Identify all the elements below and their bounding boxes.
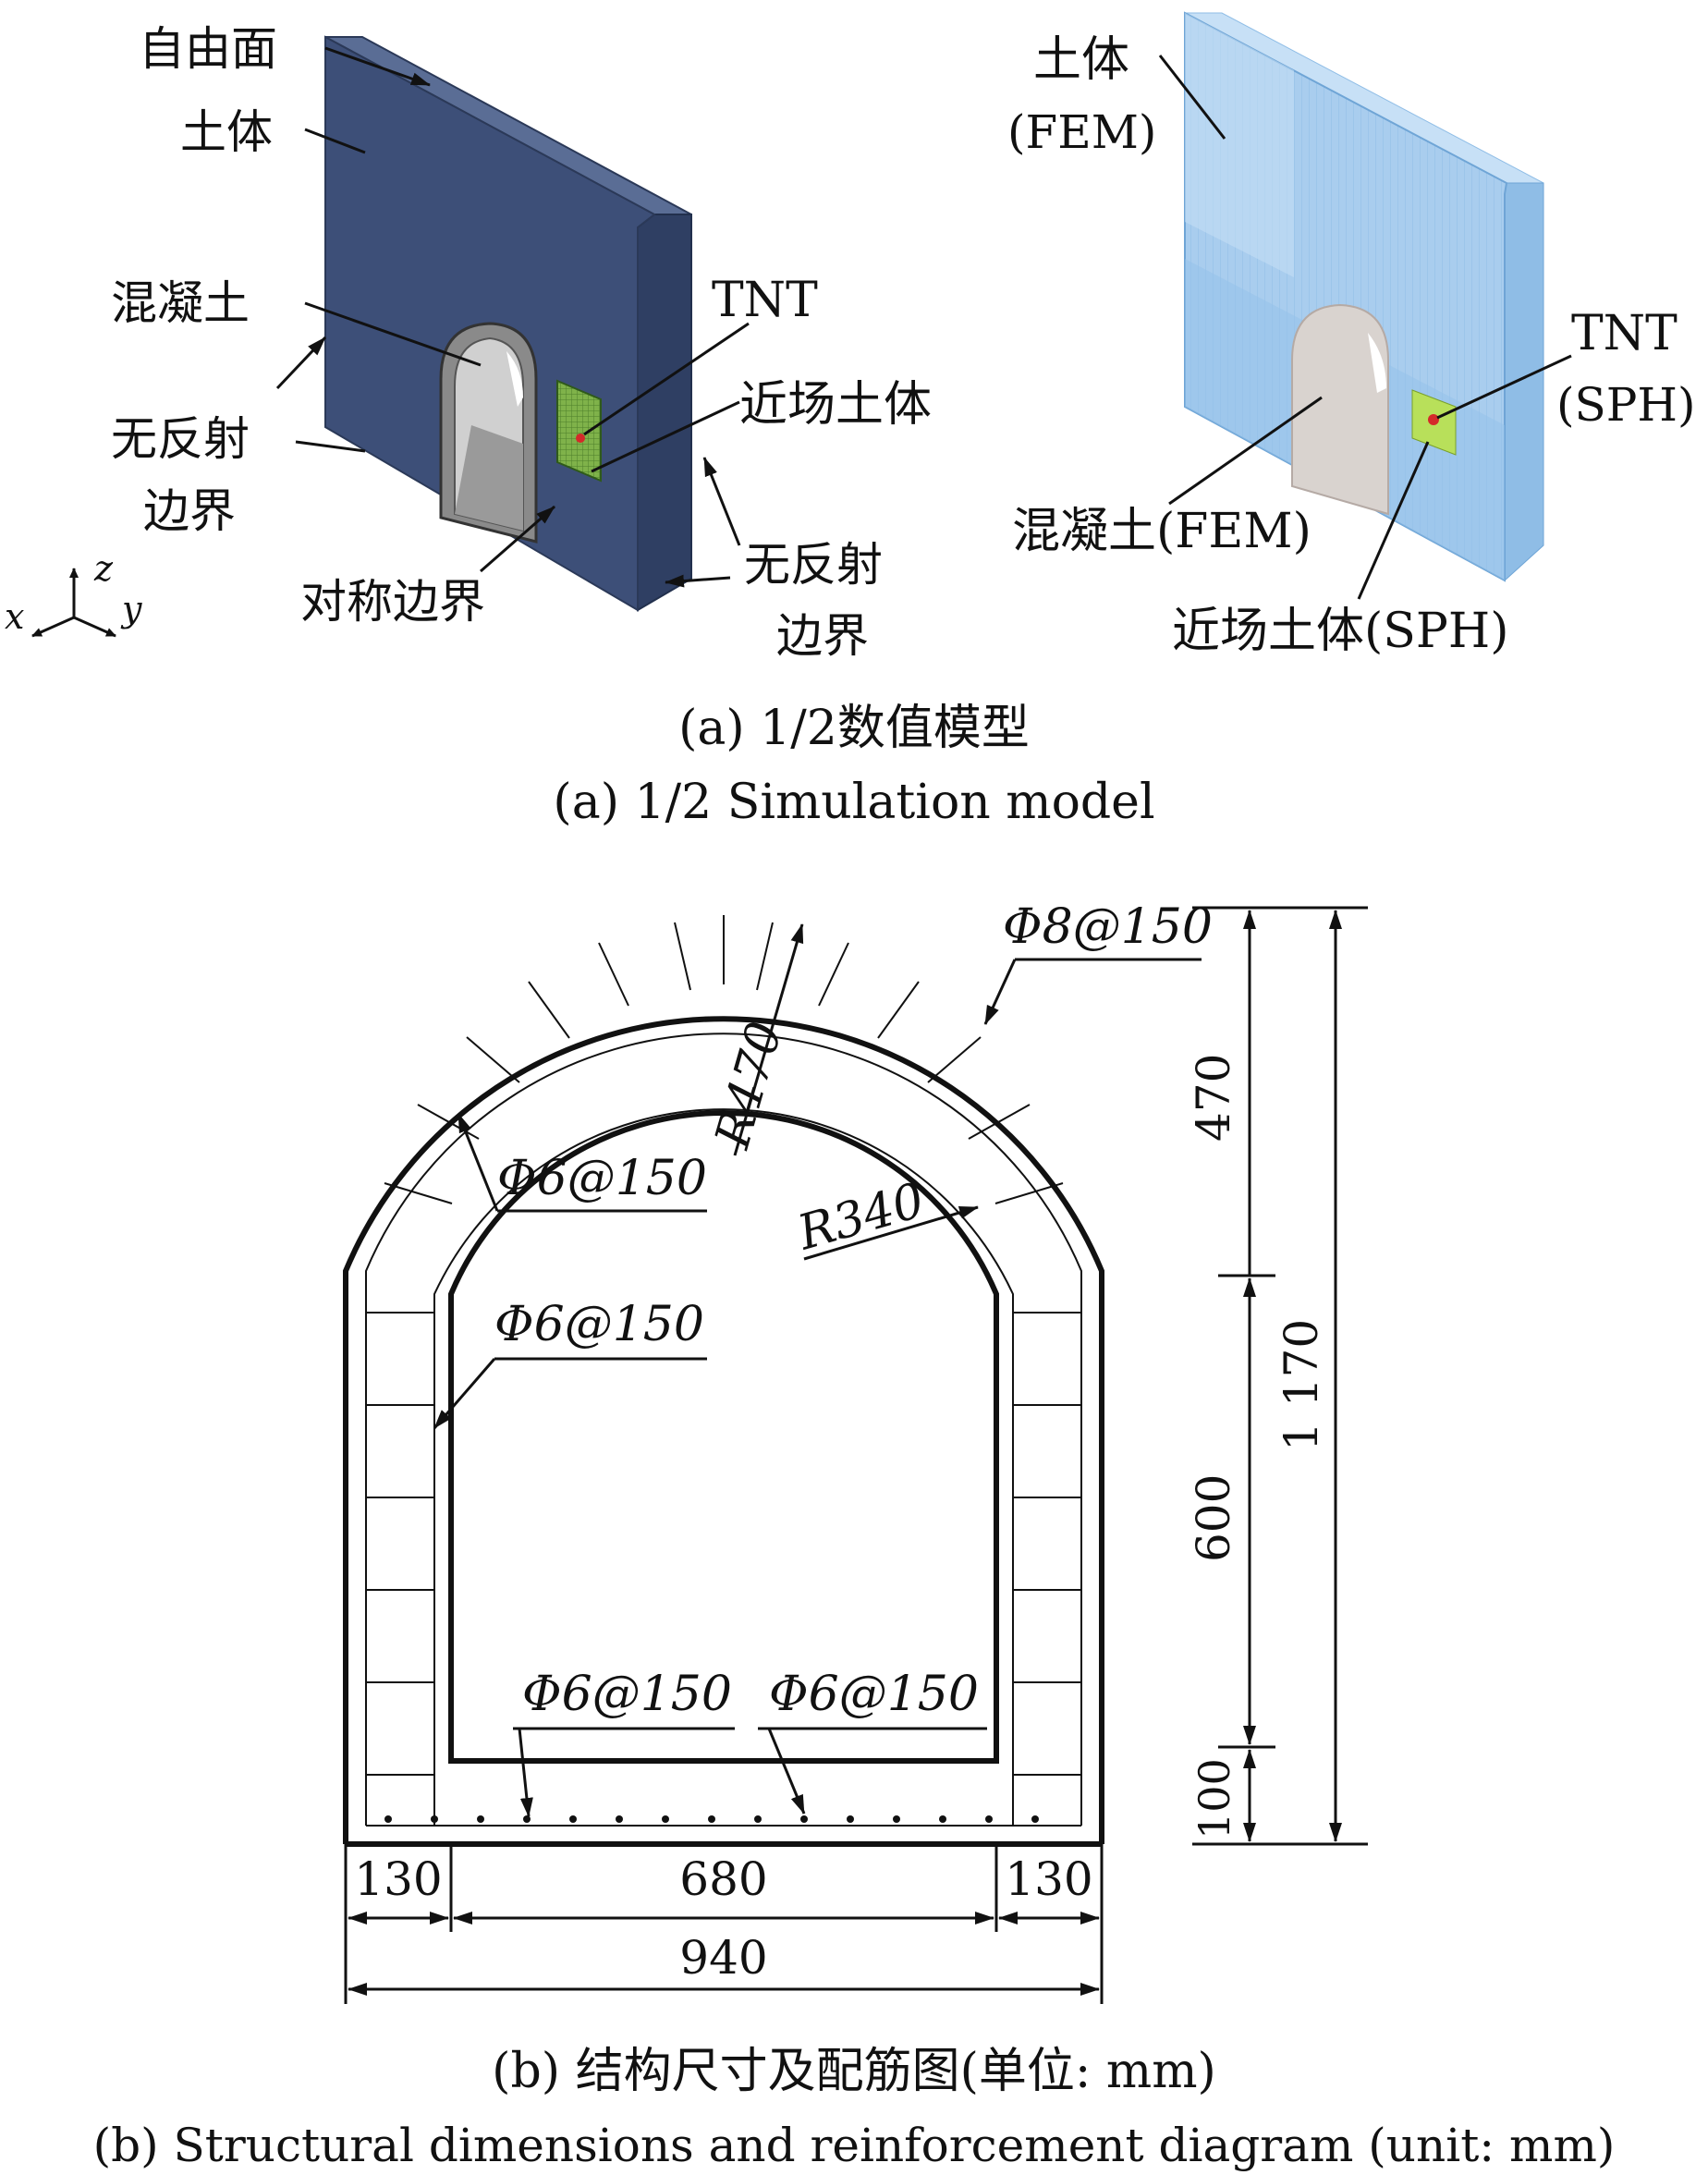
axis-x-label: x bbox=[5, 596, 24, 637]
label-right-soil-2: (FEM) bbox=[1007, 105, 1156, 159]
tunnel-section bbox=[343, 915, 1104, 1847]
dim-100: 100 bbox=[1190, 1758, 1239, 1839]
base-rebar-dots bbox=[384, 1815, 1039, 1823]
label-right-tnt-1: TNT bbox=[1571, 306, 1678, 361]
axis-y-label: y bbox=[120, 589, 142, 629]
label-right-soil-1: 土体 bbox=[1033, 32, 1129, 88]
dim-1170: 1 170 bbox=[1275, 1319, 1328, 1451]
label-nonreflect-right-1: 无反射 bbox=[744, 538, 883, 592]
arch-ties bbox=[384, 915, 1064, 1204]
dim-470: 470 bbox=[1187, 1054, 1240, 1142]
label-near-field-soil: 近场土体 bbox=[739, 377, 932, 433]
caption-a-cn: (a) 1/2数值模型 bbox=[678, 701, 1030, 756]
label-rebar-upper-left: Φ6@150 bbox=[497, 1151, 707, 1206]
dim-130-right: 130 bbox=[1005, 1852, 1092, 1906]
dim-940: 940 bbox=[679, 1931, 767, 1985]
label-rebar-top: Φ8@150 bbox=[1003, 899, 1213, 955]
label-rebar-bottom-left: Φ6@150 bbox=[522, 1667, 732, 1722]
label-nonreflect-left-2: 边界 bbox=[143, 484, 236, 538]
right-model bbox=[1184, 11, 1544, 582]
wall-ties bbox=[366, 1312, 1081, 1776]
dim-680: 680 bbox=[679, 1852, 767, 1906]
vertical-dimensions bbox=[1192, 906, 1368, 1846]
inner-rebar bbox=[433, 1108, 1014, 1826]
label-free-surface: 自由面 bbox=[139, 22, 277, 76]
label-radius-outer: R470 bbox=[705, 1016, 794, 1155]
label-concrete: 混凝土 bbox=[111, 276, 250, 330]
label-right-near-field: 近场土体(SPH) bbox=[1172, 604, 1509, 659]
outer-rebar bbox=[365, 1033, 1082, 1826]
side-face bbox=[637, 214, 692, 612]
tnt-charge bbox=[576, 434, 585, 443]
label-symmetry-boundary: 对称边界 bbox=[300, 575, 485, 629]
caption-b-en: (b) Structural dimensions and reinforcem… bbox=[93, 2119, 1616, 2172]
tunnel-light bbox=[506, 351, 523, 407]
caption-a-en: (a) 1/2 Simulation model bbox=[553, 775, 1154, 830]
tunnel-floor bbox=[455, 425, 523, 531]
outer-contour bbox=[343, 1016, 1104, 1844]
label-nonreflect-left-1: 无反射 bbox=[111, 412, 250, 466]
side-face-mesh bbox=[1504, 182, 1544, 582]
label-nonreflect-right-2: 边界 bbox=[776, 609, 869, 663]
label-tnt: TNT bbox=[712, 273, 818, 328]
near-field-block bbox=[556, 379, 602, 483]
dim-600: 600 bbox=[1187, 1474, 1240, 1562]
label-rebar-bottom-right: Φ6@150 bbox=[769, 1667, 979, 1722]
axis-z-label: z bbox=[93, 548, 114, 589]
label-radius-inner: R340 bbox=[791, 1173, 931, 1262]
label-right-concrete: 混凝土(FEM) bbox=[1012, 504, 1312, 559]
caption-b-cn: (b) 结构尺寸及配筋图(单位: mm) bbox=[492, 2044, 1216, 2099]
horizontal-dimensions bbox=[344, 1844, 1104, 2004]
label-right-tnt-2: (SPH) bbox=[1556, 378, 1696, 432]
tnt-sph bbox=[1428, 414, 1439, 425]
axis-triad: z x y bbox=[5, 548, 142, 638]
concrete-lining bbox=[1291, 303, 1389, 516]
label-soil: 土体 bbox=[180, 105, 273, 159]
left-model bbox=[324, 35, 692, 612]
dim-130-left: 130 bbox=[354, 1852, 442, 1906]
label-rebar-mid-left: Φ6@150 bbox=[494, 1297, 704, 1352]
